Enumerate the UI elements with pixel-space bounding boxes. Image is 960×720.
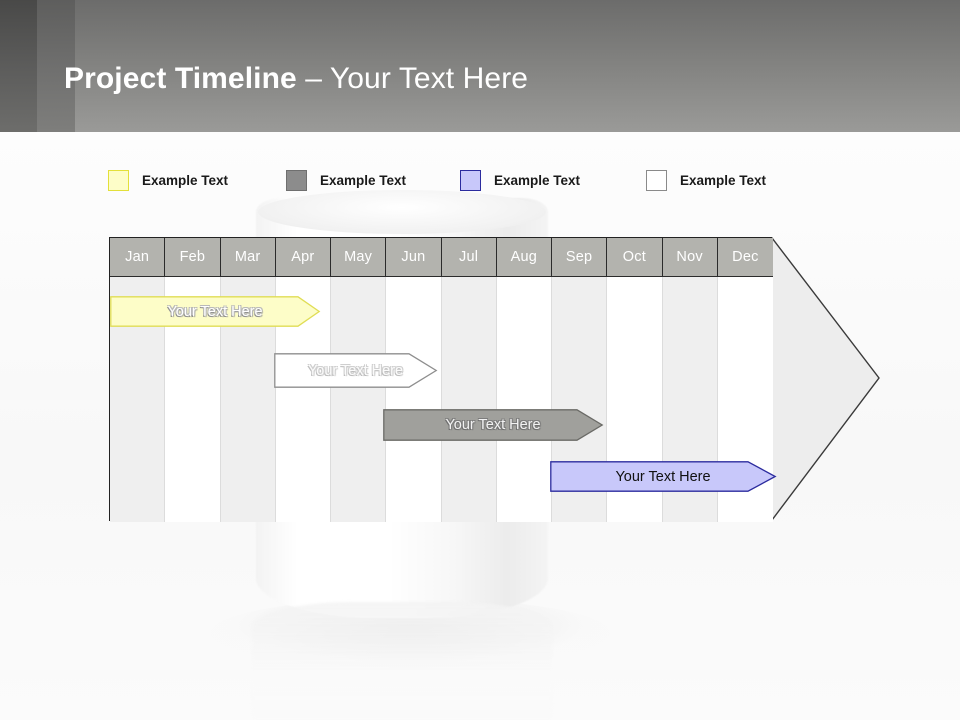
task-bar-shape-2 bbox=[274, 353, 438, 388]
month-header-jun[interactable]: Jun bbox=[386, 238, 442, 277]
task-bar-3[interactable]: Your Text Here bbox=[383, 409, 604, 441]
legend-label-3: Example Text bbox=[494, 172, 581, 188]
column-divider bbox=[551, 277, 552, 522]
task-bar-1[interactable]: Your Text Here bbox=[110, 296, 321, 327]
title-band-stripe-mid bbox=[37, 0, 75, 132]
legend-item-3[interactable]: Example Text bbox=[460, 168, 580, 192]
column-divider bbox=[440, 277, 442, 522]
month-header-aug[interactable]: Aug bbox=[496, 238, 552, 277]
month-header-nov[interactable]: Nov bbox=[662, 238, 718, 277]
legend-label-2: Example Text bbox=[320, 172, 407, 188]
legend-item-2[interactable]: Example Text bbox=[286, 168, 406, 192]
title-band-stripe-dark bbox=[0, 0, 37, 132]
page-title-strong: Project Timeline bbox=[64, 62, 297, 95]
month-header-apr[interactable]: Apr bbox=[275, 238, 331, 277]
month-column-mar: Mar bbox=[220, 238, 276, 522]
month-column-jul: Jul bbox=[441, 238, 497, 522]
task-bar-2[interactable]: Your Text Here bbox=[274, 353, 438, 388]
column-divider bbox=[330, 277, 331, 522]
legend: Example Text Example Text Example Text Exam… bbox=[108, 168, 848, 194]
month-header-oct[interactable]: Oct bbox=[607, 238, 663, 277]
mug-reflection bbox=[252, 602, 552, 720]
month-header-sep[interactable]: Sep bbox=[552, 238, 608, 277]
title-band-stripe-light bbox=[75, 0, 960, 132]
column-divider bbox=[716, 277, 718, 522]
column-divider bbox=[219, 277, 221, 522]
legend-label-4: Example Text bbox=[680, 172, 767, 188]
month-column-jan: Jan bbox=[110, 238, 166, 522]
legend-label-1: Example Text bbox=[142, 172, 229, 188]
month-header-may[interactable]: May bbox=[331, 238, 387, 277]
legend-swatch-icon-1 bbox=[108, 169, 129, 191]
title-band bbox=[0, 0, 960, 132]
month-header-dec[interactable]: Dec bbox=[717, 238, 773, 277]
legend-swatch-icon-3 bbox=[460, 169, 481, 191]
column-divider bbox=[606, 277, 608, 522]
month-header-jul[interactable]: Jul bbox=[441, 238, 497, 277]
column-divider bbox=[274, 277, 276, 522]
legend-swatch-icon-2 bbox=[286, 169, 307, 191]
mug-rim bbox=[258, 190, 546, 234]
legend-item-4[interactable]: Example Text bbox=[646, 168, 766, 192]
task-bar-shape-4 bbox=[550, 461, 777, 492]
page-title: Project Timeline – Your Text Here bbox=[64, 62, 528, 96]
task-bar-shape-3 bbox=[383, 409, 604, 441]
month-header-feb[interactable]: Feb bbox=[165, 238, 221, 277]
task-bar-shape-1 bbox=[110, 296, 321, 327]
month-column-aug: Aug bbox=[496, 238, 552, 522]
column-divider bbox=[661, 277, 663, 522]
column-divider bbox=[495, 277, 497, 522]
month-header-jan[interactable]: Jan bbox=[110, 238, 166, 277]
legend-item-1[interactable]: Example Text bbox=[108, 168, 228, 192]
month-header-mar[interactable]: Mar bbox=[220, 238, 276, 277]
page-title-light: – Your Text Here bbox=[296, 62, 529, 95]
month-column-feb: Feb bbox=[165, 238, 221, 522]
column-divider bbox=[385, 277, 387, 522]
legend-swatch-icon-4 bbox=[646, 169, 667, 191]
task-bar-4[interactable]: Your Text Here bbox=[550, 461, 777, 492]
column-divider bbox=[164, 277, 166, 522]
